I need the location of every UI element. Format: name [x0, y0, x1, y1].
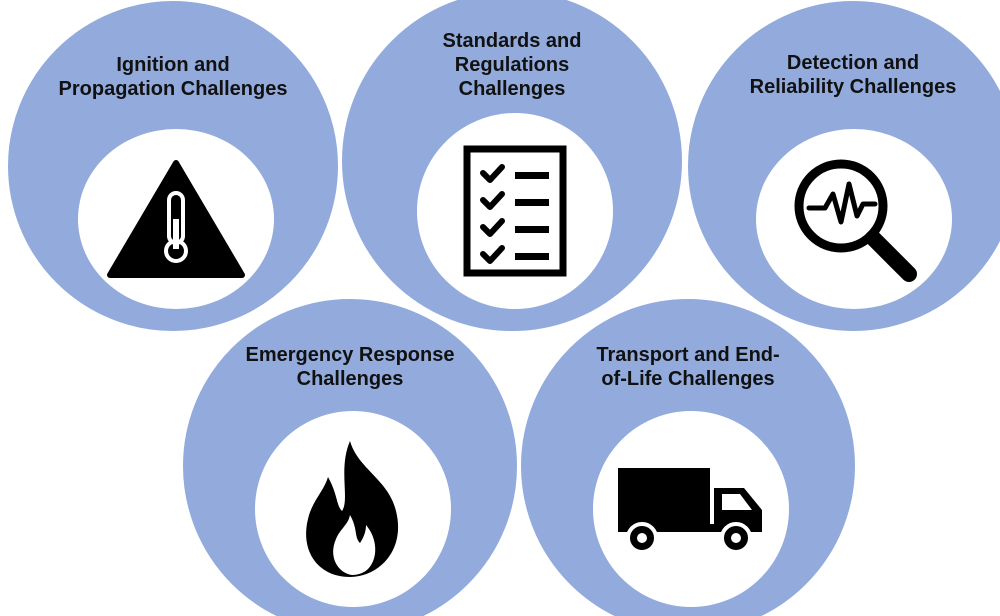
icon-badge — [255, 411, 451, 607]
node-ignition-propagation: Ignition and Propagation Challenges — [5, 0, 341, 334]
node-transport-end-of-life: Transport and End- of-Life Challenges — [518, 296, 858, 616]
icon-badge — [593, 411, 789, 607]
node-label: Detection and Reliability Challenges — [749, 52, 957, 98]
node-standards-regulations: Standards and Regulations Challenges — [339, 0, 685, 334]
node-label: Standards and Regulations Challenges — [442, 30, 582, 100]
node-emergency-response: Emergency Response Challenges — [180, 296, 520, 616]
flame-icon — [298, 439, 408, 579]
icon-badge — [78, 129, 274, 309]
icon-badge — [756, 129, 952, 309]
node-detection-reliability: Detection and Reliability Challenges — [685, 0, 1000, 334]
icon-badge — [417, 113, 613, 309]
checklist-icon — [463, 145, 567, 277]
node-label: Emergency Response Challenges — [245, 344, 455, 390]
warning-thermometer-icon — [106, 159, 246, 279]
node-label: Transport and End- of-Life Challenges — [596, 344, 780, 390]
truck-icon — [616, 464, 766, 554]
node-label: Ignition and Propagation Challenges — [58, 54, 288, 100]
magnifier-signal-icon — [789, 154, 919, 284]
